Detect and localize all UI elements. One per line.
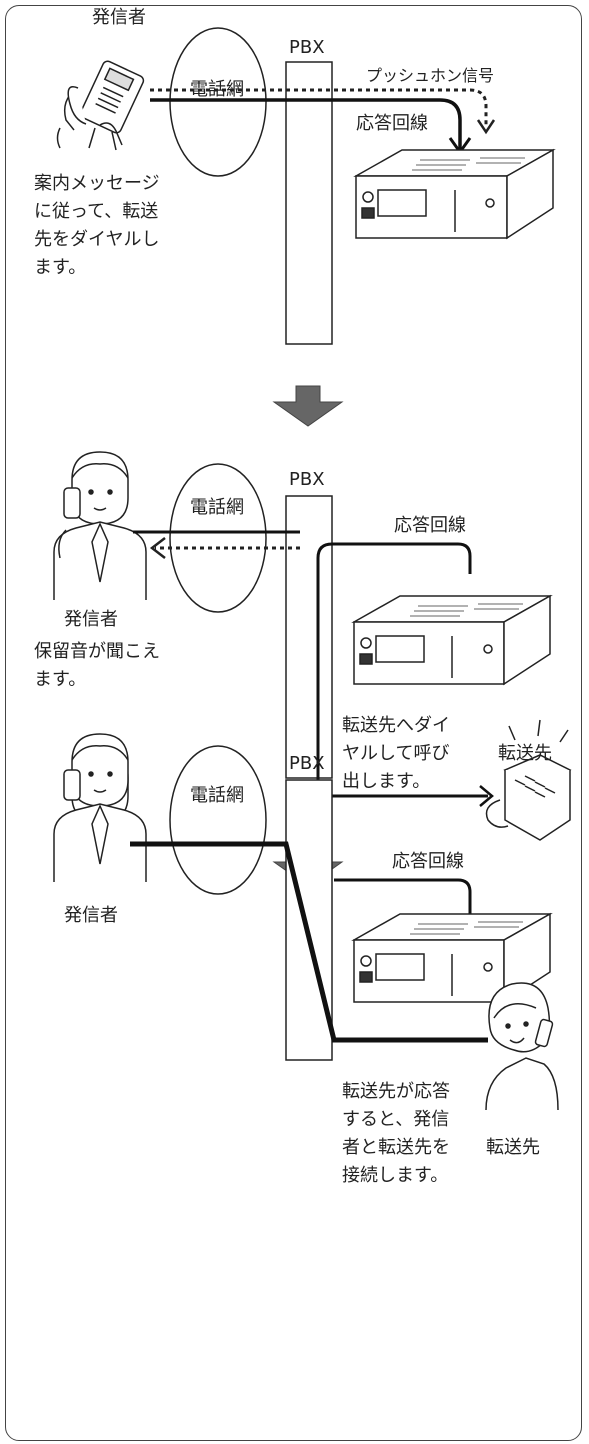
- step2-dial-caption-line-2: ヤルして呼び: [342, 743, 450, 764]
- step3-connect-caption-line-3: 者と転送先を: [342, 1137, 450, 1158]
- step1-group: [56, 27, 556, 345]
- step3-connect-caption-line-4: 接続します。: [342, 1165, 449, 1186]
- step3-dest-label: 転送先: [486, 1137, 540, 1158]
- step2-pbx-box: [285, 495, 333, 779]
- step2-dest-label: 転送先: [498, 743, 552, 764]
- step1-line-label: 応答回線: [356, 113, 428, 134]
- step3-connect-caption-line-2: すると、発信: [342, 1109, 450, 1130]
- step2-dial-caption-line-3: 出します。: [342, 771, 431, 792]
- step1-tone-signal-line: [150, 88, 488, 128]
- step2-caller-person-icon: [53, 451, 147, 600]
- step3-connect-caption-line-1: 転送先が応答: [342, 1081, 450, 1102]
- step1-caption-line-2: に従って、転送: [34, 201, 159, 222]
- step2-caller-caption-line-1: 保留音が聞こえ: [34, 641, 160, 662]
- step1-pbx-box: [285, 61, 333, 345]
- step1-device-icon: [353, 148, 556, 240]
- step2-network-label: 電話網: [190, 497, 244, 518]
- step3-device-icon: [351, 912, 553, 1004]
- step3-network-label: 電話網: [190, 785, 244, 806]
- step2-dial-caption-line-1: 転送先へダイ: [342, 715, 450, 736]
- step1-caller-label: 発信者: [92, 7, 146, 28]
- step3-caller-figure: [53, 733, 147, 882]
- step3-network-ellipse-main: [169, 745, 267, 895]
- step3-caller-label: 発信者: [64, 905, 118, 926]
- step1-answer-line: [150, 98, 462, 150]
- step2-ringing-phone-icon: [485, 719, 572, 841]
- step2-caller-caption-line-2: ます。: [34, 669, 87, 690]
- step3-connection-line: [130, 841, 488, 1043]
- step3-pbx-label: PBX: [289, 753, 325, 774]
- step3-line-label: 応答回線: [392, 851, 464, 872]
- step1-caption-line-4: ます。: [34, 257, 87, 278]
- step1-network-label: 電話網: [190, 79, 244, 100]
- step1-caption-line-1: 案内メッセージ: [34, 173, 160, 194]
- step1-network-ellipse: [169, 27, 267, 177]
- step2-hold-tone-arrowhead: [149, 537, 166, 559]
- step2-device-icon: [351, 594, 553, 686]
- step2-pbx-label: PBX: [289, 469, 325, 490]
- step2-caller-label: 発信者: [64, 609, 118, 630]
- step3-destination-person-icon: [485, 982, 559, 1111]
- step2-group: [53, 451, 572, 841]
- step3-group: [53, 733, 267, 895]
- step1-tone-label: プッシュホン信号: [366, 66, 495, 85]
- step1-tone-arrowhead: [476, 119, 496, 135]
- step1-caption-line-3: 先をダイヤルし: [34, 229, 160, 250]
- diagram-frame: [5, 5, 582, 1441]
- step-arrow-1: [272, 385, 344, 427]
- step3-answer-line: [334, 878, 472, 916]
- step2-dial-arrowhead: [479, 785, 494, 807]
- pbx-box-step3: [285, 779, 333, 1061]
- step2-network-ellipse: [169, 463, 267, 613]
- step1-caller-phone-icon: [56, 60, 145, 151]
- step1-pbx-label: PBX: [289, 37, 325, 58]
- step2-line-label: 応答回線: [394, 515, 466, 536]
